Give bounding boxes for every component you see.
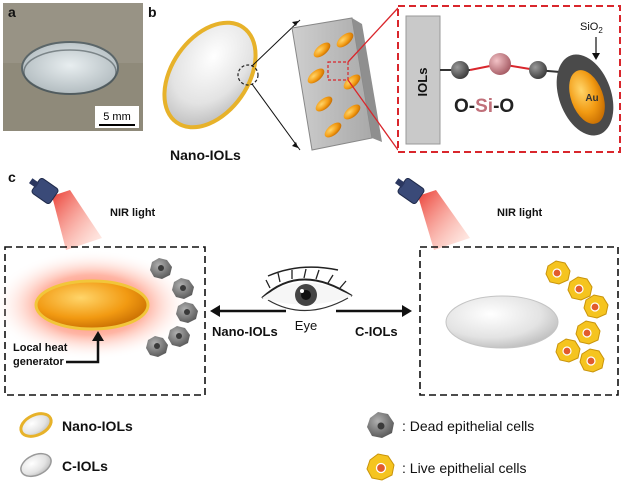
eye-label: Eye: [295, 318, 317, 333]
legend-dead-cells-label: : Dead epithelial cells: [402, 418, 534, 434]
panel-label-a: a: [8, 4, 16, 20]
live-cells-cluster: [545, 260, 609, 373]
zoom-circle: [237, 64, 259, 86]
heat-pointer-arrow: [66, 338, 100, 364]
iols-surface: [405, 15, 441, 145]
nir-lamp-right: [395, 177, 470, 250]
oxygen-atom-left: [451, 61, 469, 79]
legend-c-iols-label: C-IOLs: [62, 458, 108, 474]
panel-b: b Nano-IOLs IOLs: [148, 4, 621, 163]
heated-nano-iol: [34, 279, 150, 331]
red-zoom-line-top: [347, 7, 399, 63]
arrow-label-nano-iols: Nano-IOLs: [212, 324, 278, 339]
conventional-iol: [445, 295, 559, 349]
linker-formula: O-Si-O: [454, 96, 514, 117]
red-zoom-line-bottom: [347, 79, 399, 151]
zoom-line-bottom: [251, 83, 301, 151]
arrow-label-c-iols: C-IOLs: [355, 324, 398, 339]
silicon-atom: [489, 53, 511, 75]
dead-cells-cluster: [146, 258, 198, 357]
iols-surface-label: IOLs: [415, 68, 430, 97]
nano-iol-disc: [162, 20, 258, 130]
nir-light-label-left: NIR light: [110, 207, 156, 219]
heat-label-line2: generator: [13, 356, 64, 368]
zoom-square: [327, 61, 349, 81]
legend-nano-iols-label: Nano-IOLs: [62, 418, 133, 434]
sio2-label: SiO2: [580, 21, 603, 35]
gold-core: [569, 70, 605, 124]
nano-iols-label: Nano-IOLs: [170, 147, 241, 163]
lens-slab: [291, 17, 382, 151]
scale-bar-box: [95, 106, 139, 128]
au-label: Au: [585, 93, 598, 104]
panel-a: a 5 mm: [3, 3, 143, 131]
panel-label-b: b: [148, 4, 157, 20]
legend-c-iols-swatch: [20, 452, 52, 478]
panel-c: c NIR light NIR light: [0, 169, 619, 396]
nir-light-label-right: NIR light: [497, 207, 543, 219]
eye-icon: [261, 266, 353, 312]
c-iols-scene-box: [419, 246, 619, 396]
zoom-line-top: [251, 19, 301, 67]
legend-live-cells-label: : Live epithelial cells: [402, 460, 527, 476]
legend-nano-iols-swatch: [19, 412, 53, 438]
nir-lamp-left: [29, 177, 102, 250]
oxygen-atom-right: [529, 61, 547, 79]
panel-label-c: c: [8, 169, 16, 185]
legend: Nano-IOLs C-IOLs : Dead epithelial cells…: [19, 412, 534, 481]
scale-bar-label: 5 mm: [103, 111, 131, 123]
heat-label-line1: Local heat: [13, 342, 68, 354]
